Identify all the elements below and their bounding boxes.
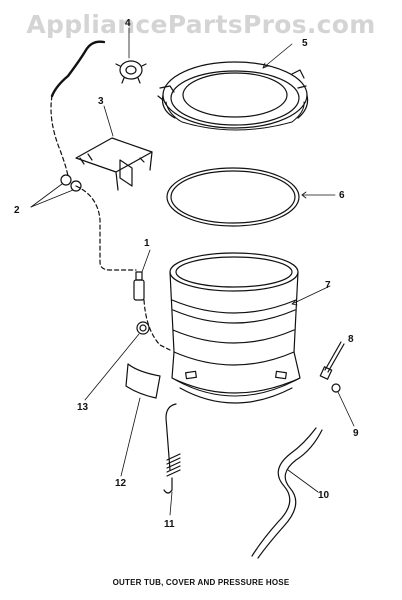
pressure-hose-drawing: [50, 40, 171, 351]
diagram-caption: OUTER TUB, COVER AND PRESSURE HOSE: [112, 578, 290, 587]
callout-4: 4: [125, 18, 131, 29]
part-6-gasket-drawing: [166, 167, 336, 227]
callout-13: 13: [77, 402, 89, 413]
callout-7: 7: [325, 280, 331, 291]
callout-3: 3: [98, 96, 104, 107]
part-7-outer-tub-drawing: [169, 252, 331, 404]
callout-5: 5: [302, 38, 308, 49]
part-8-drain-elbow-drawing: [319, 341, 345, 380]
part-2-clamps-drawing: [30, 174, 82, 208]
callout-6: 6: [339, 190, 345, 201]
callout-10: 10: [318, 490, 330, 501]
part-3-bracket-drawing: [75, 105, 153, 191]
part-11-spring-drawing: [163, 403, 181, 516]
part-12-shield-drawing: [120, 363, 161, 477]
part-9-clamp-drawing: [331, 383, 355, 427]
part-5-tub-cover-drawing: [157, 43, 309, 131]
watermark: AppliancePartsPros.com: [26, 10, 376, 39]
callout-1: 1: [144, 238, 150, 249]
callout-2: 2: [14, 205, 20, 216]
callout-9: 9: [353, 428, 359, 439]
callout-12: 12: [115, 478, 127, 489]
part-13-grommet-drawing: [84, 321, 150, 401]
callout-11: 11: [164, 519, 175, 530]
part-4-pressure-switch-drawing: [115, 27, 147, 84]
part-10-drain-hose-drawing: [251, 427, 323, 559]
part-1-hose-fitting-drawing: [133, 249, 151, 301]
callout-8: 8: [348, 334, 354, 345]
